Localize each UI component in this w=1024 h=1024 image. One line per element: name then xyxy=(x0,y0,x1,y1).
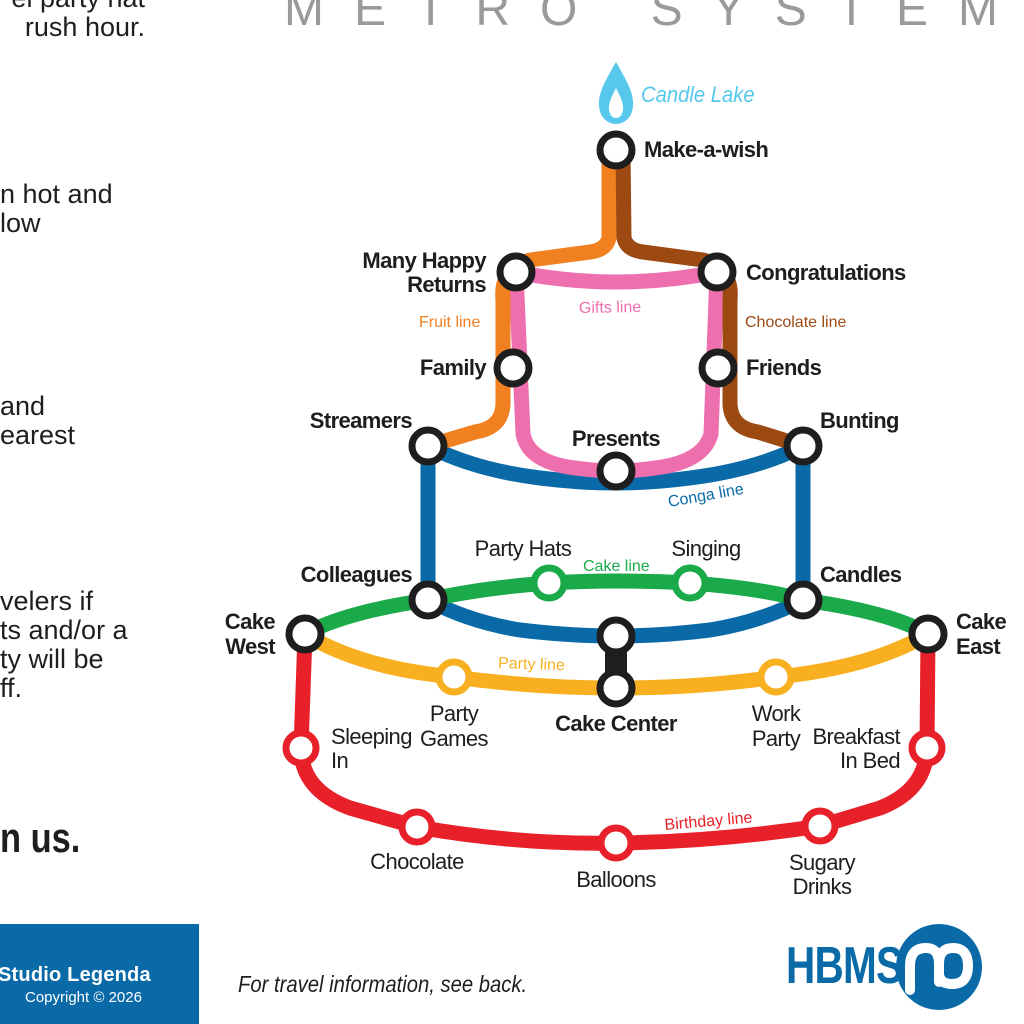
station-cake-center-bottom[interactable] xyxy=(596,668,636,708)
intro-paragraph-4: velers if ts and/or a ty will be ff. xyxy=(0,587,128,703)
cake-line-label: Cake line xyxy=(583,558,650,575)
text-line: ts and/or a xyxy=(0,615,128,645)
studio-name: Studio Legenda xyxy=(0,964,151,986)
station-friends[interactable] xyxy=(698,348,738,388)
label-bunting: Bunting xyxy=(820,408,899,433)
cake-line xyxy=(297,573,936,642)
hbms-logo: HBMS xyxy=(786,924,986,1014)
footer-credit-box: Studio Legenda Copyright © 2026 xyxy=(0,924,199,1024)
station-colleagues[interactable] xyxy=(408,580,448,620)
label-sleeping-in-1: Sleeping xyxy=(331,724,412,749)
label-cake-east-1: Cake xyxy=(956,609,1007,634)
label-singing: Singing xyxy=(671,536,740,561)
text-line: el party hat xyxy=(0,0,145,13)
text-line: ff. xyxy=(0,673,23,703)
candle-lake-label: Candle Lake xyxy=(641,83,755,107)
label-sugary-drinks-2: Drinks xyxy=(793,874,852,899)
label-cake-west-2: West xyxy=(225,634,276,659)
text-line: earest xyxy=(0,420,76,450)
station-cake-center-top[interactable] xyxy=(596,616,636,656)
label-cake-east-2: East xyxy=(956,634,1001,659)
logo-text: HBMS xyxy=(786,937,903,995)
intro-paragraph-3: and earest xyxy=(0,392,75,450)
station-party-games[interactable] xyxy=(435,658,473,696)
station-bunting[interactable] xyxy=(783,426,823,466)
station-presents[interactable] xyxy=(596,451,636,491)
station-congratulations[interactable] xyxy=(697,252,737,292)
label-work-party-1: Work xyxy=(752,701,802,726)
label-presents: Presents xyxy=(572,426,661,451)
label-colleagues: Colleagues xyxy=(301,562,413,587)
text-line: n us. xyxy=(0,814,81,861)
text-line: ty will be xyxy=(0,644,104,674)
label-many-happy-returns-2: Returns xyxy=(407,272,486,297)
station-cake-west[interactable] xyxy=(285,614,325,654)
station-sugary-drinks[interactable] xyxy=(801,807,839,845)
station-family[interactable] xyxy=(493,348,533,388)
text-line: rush hour. xyxy=(24,12,145,42)
label-many-happy-returns-1: Many Happy xyxy=(362,248,487,273)
gifts-line-label: Gifts line xyxy=(579,299,642,317)
label-candles: Candles xyxy=(820,562,902,587)
travel-info-note: For travel information, see back. xyxy=(238,971,528,997)
station-party-hats[interactable] xyxy=(530,564,568,602)
label-party-games-2: Games xyxy=(420,726,489,751)
station-work-party[interactable] xyxy=(757,658,795,696)
copyright-text: Copyright © 2026 xyxy=(25,989,142,1006)
station-make-a-wish[interactable] xyxy=(596,130,636,170)
closing-slogan: n us. xyxy=(0,815,80,861)
station-candles[interactable] xyxy=(783,580,823,620)
label-work-party-2: Party xyxy=(752,726,801,751)
station-many-happy-returns[interactable] xyxy=(496,252,536,292)
station-cake-east[interactable] xyxy=(908,614,948,654)
label-friends: Friends xyxy=(746,355,822,380)
label-make-a-wish: Make-a-wish xyxy=(644,137,768,162)
station-chocolate[interactable] xyxy=(398,808,436,846)
label-family: Family xyxy=(420,355,487,380)
label-breakfast-in-bed-1: Breakfast xyxy=(812,724,900,749)
station-balloons[interactable] xyxy=(597,824,635,862)
fruit-line-label: Fruit line xyxy=(419,314,480,331)
label-party-games-1: Party xyxy=(430,701,479,726)
station-singing[interactable] xyxy=(671,564,709,602)
party-line-label: Party line xyxy=(498,655,565,674)
intro-paragraph-2: n hot and low xyxy=(0,180,113,238)
label-streamers: Streamers xyxy=(310,408,413,433)
station-breakfast-in-bed[interactable] xyxy=(908,729,946,767)
label-cake-center: Cake Center xyxy=(555,711,678,736)
station-streamers[interactable] xyxy=(408,426,448,466)
label-breakfast-in-bed-2: In Bed xyxy=(840,748,900,773)
chocolate-line-label: Chocolate line xyxy=(745,314,847,331)
text-line: low xyxy=(0,208,41,238)
text-line: n hot and xyxy=(0,179,113,209)
text-line: and xyxy=(0,391,46,421)
intro-paragraph-1: el party hat rush hour. xyxy=(0,0,145,42)
label-sleeping-in-2: In xyxy=(331,748,348,773)
label-chocolate: Chocolate xyxy=(370,849,464,874)
label-balloons: Balloons xyxy=(576,867,656,892)
label-sugary-drinks-1: Sugary xyxy=(789,850,856,875)
label-cake-west-1: Cake xyxy=(225,609,276,634)
label-congratulations: Congratulations xyxy=(746,260,906,285)
candle-flame-icon xyxy=(598,62,634,124)
page-title: METRO SYSTEM xyxy=(284,0,1024,36)
label-party-hats: Party Hats xyxy=(475,536,572,561)
station-sleeping-in[interactable] xyxy=(282,729,320,767)
logo-mark-icon xyxy=(896,924,982,1010)
text-line: velers if xyxy=(0,586,94,616)
